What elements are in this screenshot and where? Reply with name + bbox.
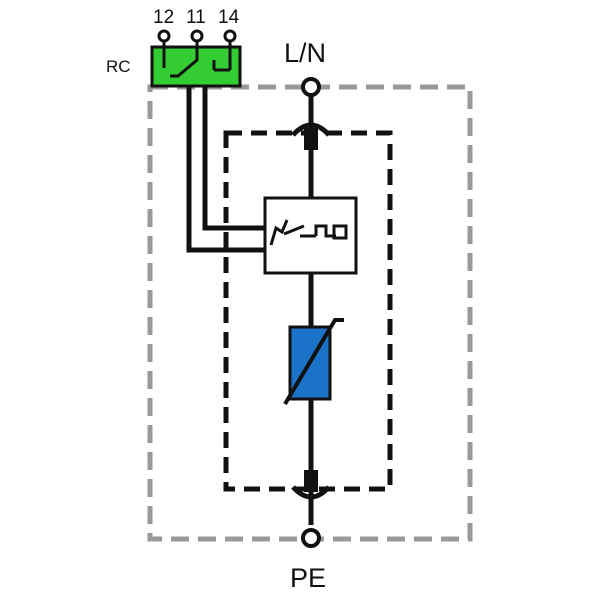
- pe-label: PE: [290, 563, 326, 593]
- rc-contact-symbol: [162, 38, 232, 78]
- rc-label: RC: [106, 57, 131, 76]
- terminal-11-label: 11: [186, 7, 206, 28]
- varistor-diagonal: [283, 318, 344, 406]
- terminal-14: [223, 29, 237, 43]
- terminal-12: [157, 29, 171, 43]
- thermal-switch-symbol: [269, 219, 348, 246]
- top-plug-arc: [291, 122, 331, 137]
- terminal-ln: [301, 77, 321, 97]
- top-plug-pin: [304, 128, 318, 150]
- rc-wire-inner: [202, 80, 265, 231]
- bottom-plug-arc: [291, 485, 331, 500]
- terminal-12-label: 12: [153, 7, 174, 28]
- rc-wire-outer: [186, 80, 265, 253]
- inner-module-outline: [223, 130, 393, 492]
- terminal-11: [190, 29, 204, 43]
- terminal-14-label: 14: [218, 7, 240, 28]
- terminal-pe: [301, 528, 321, 548]
- bottom-plug-pin: [304, 470, 318, 492]
- ln-label: L/N: [284, 38, 326, 68]
